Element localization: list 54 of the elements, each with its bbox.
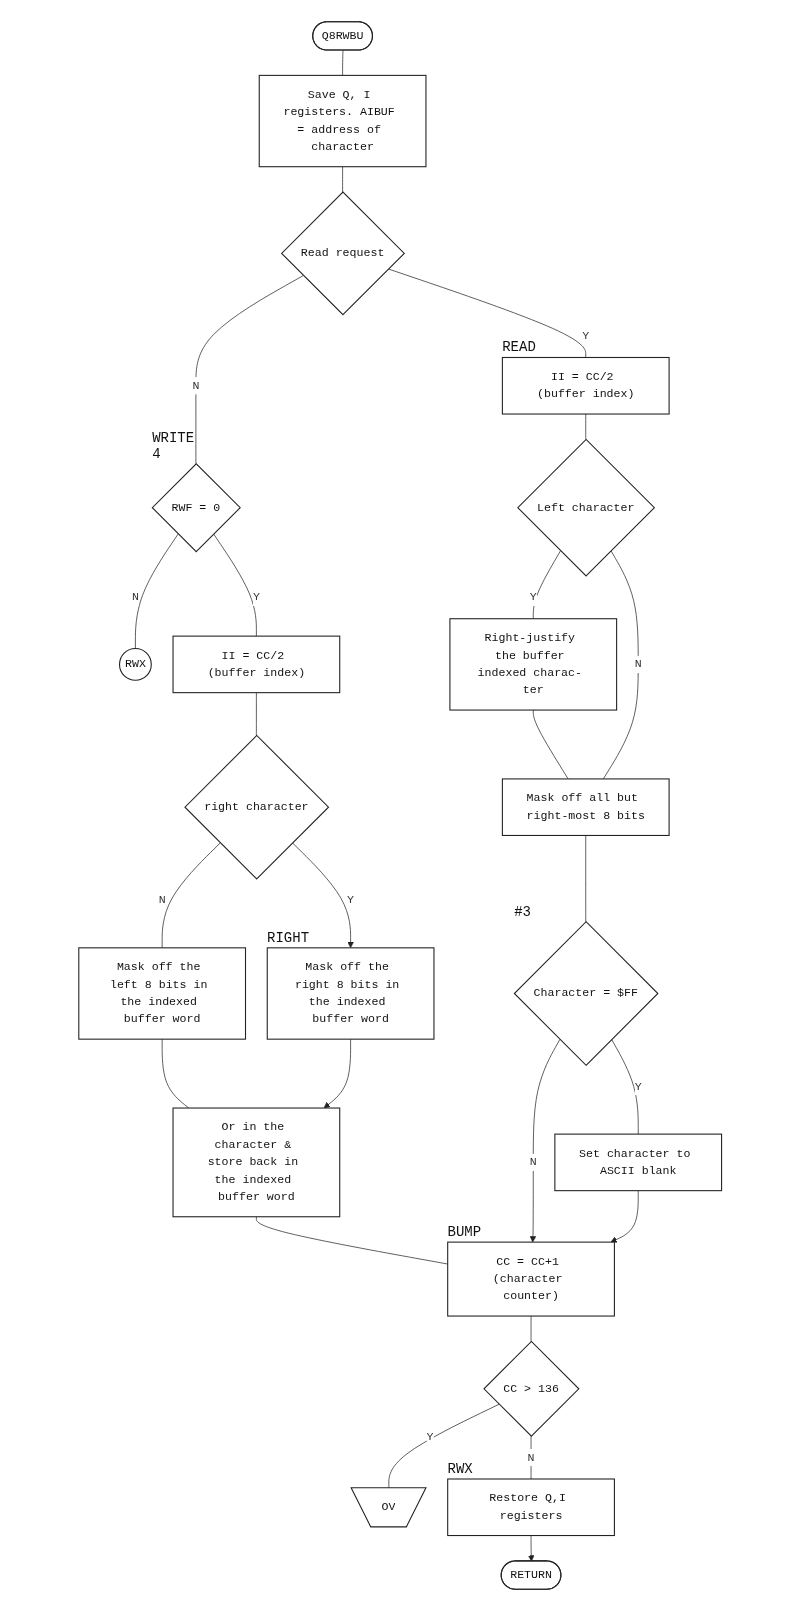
connector: [532, 709, 569, 780]
connector: [532, 550, 561, 620]
edge-label: N: [529, 1155, 537, 1169]
node-tag: 4: [152, 445, 161, 462]
node-box: Mask off all but right-most 8 bits: [501, 778, 670, 836]
edge-label: Y: [252, 590, 260, 604]
edge-label: N: [634, 657, 642, 671]
connector: [255, 1216, 448, 1265]
connector: [342, 50, 344, 76]
node-box: Or in the character & store back in the indexed buffer word: [172, 1107, 341, 1218]
connector: [134, 533, 179, 649]
node-tag: READ: [502, 339, 536, 356]
connector: [611, 1039, 639, 1135]
node-box: Mask off the right 8 bits in the indexed buffer word: [266, 947, 435, 1040]
node-diamond: CC > 136: [483, 1340, 580, 1437]
node-box: II = CC/2 (buffer index): [501, 356, 670, 415]
node-circle: RWX: [118, 647, 152, 681]
connector: [195, 275, 304, 465]
node-tag: RWX: [447, 1461, 473, 1477]
edge-label: N: [527, 1451, 535, 1465]
edge-label: N: [192, 379, 200, 393]
node-diamond: RWF = 0: [151, 462, 241, 553]
edge-label: N: [158, 893, 166, 907]
node-box: Right-justify the buffer indexed charac- ter: [449, 618, 617, 711]
connector: [161, 1038, 189, 1109]
node-diamond: Left character: [516, 438, 655, 577]
edge-label: N: [131, 590, 139, 604]
edge-label: Y: [529, 590, 537, 604]
node-diamond: Character = $FF: [513, 920, 659, 1067]
node-box: Set character to ASCII blank: [554, 1133, 722, 1192]
edge-label: Y: [346, 893, 354, 907]
node-box: Restore Q,I registers: [446, 1478, 615, 1537]
connector: [161, 842, 221, 949]
connector: [530, 1315, 532, 1342]
connector: [585, 413, 586, 440]
connector: [530, 1435, 532, 1480]
node-tag: RIGHT: [267, 929, 310, 946]
node-box: CC = CC+1 (character counter): [446, 1241, 615, 1317]
connector: [255, 692, 257, 736]
node-tag: BUMP: [447, 1224, 482, 1241]
node-box: II = CC/2 (buffer index): [172, 635, 341, 694]
node-tag: WRITE: [152, 429, 195, 446]
connector: [213, 533, 257, 637]
connector: [602, 550, 639, 780]
node-diamond: right character: [184, 734, 330, 880]
node-box: Save Q, I registers. AIBUF = address of character: [258, 74, 427, 168]
node-tag: #3: [514, 903, 531, 920]
connector: [585, 835, 586, 923]
edge-label: Y: [582, 329, 590, 343]
connector: [342, 166, 343, 193]
edge-label: Y: [634, 1080, 642, 1094]
node-box: Mask off the left 8 bits in the indexed buffer word: [78, 947, 246, 1040]
node-diamond: Read request: [280, 191, 405, 316]
edge-label: Y: [426, 1431, 434, 1445]
